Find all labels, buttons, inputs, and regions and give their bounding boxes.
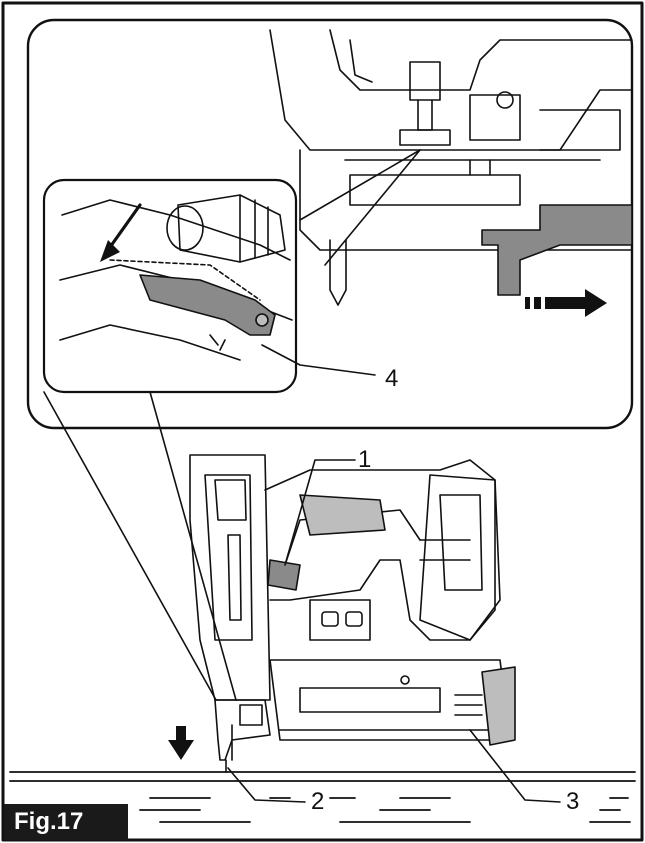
callout-2: 2 (311, 788, 325, 815)
lever-part (139, 274, 276, 336)
trigger-part (267, 559, 301, 591)
zoom-line-left (43, 391, 217, 701)
nailer-tool (189, 454, 516, 773)
inset-mechanism (59, 194, 293, 361)
inset-down-arrow (106, 203, 142, 252)
callout-3: 3 (566, 788, 580, 815)
right-arrow-icon (525, 289, 607, 317)
down-arrow-icon (168, 726, 194, 760)
floor-surface (9, 771, 636, 823)
figure-label: Fig.17 (4, 804, 128, 840)
leader-4 (261, 344, 376, 376)
zoom-line-right (149, 391, 237, 701)
callout-4: 4 (385, 365, 399, 392)
leader-1 (284, 459, 356, 566)
callout-1: 1 (358, 446, 372, 473)
leader-3 (469, 729, 561, 803)
detail-inset (42, 178, 298, 394)
detail-top-mechanism (269, 29, 633, 306)
pusher-part (481, 204, 633, 296)
magazine-end (481, 666, 516, 746)
leader-2 (227, 767, 306, 803)
